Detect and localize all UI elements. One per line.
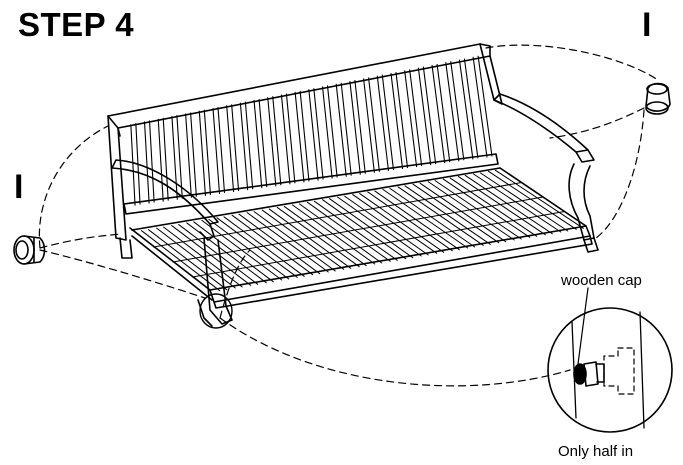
back-slat <box>390 71 409 170</box>
dashed-guides <box>38 44 659 387</box>
back-slat <box>226 104 240 193</box>
seat-slat <box>427 180 522 241</box>
back-slat <box>157 117 169 202</box>
right-arm <box>493 93 599 253</box>
back-slat <box>431 63 451 164</box>
half-in-note: Only half in <box>558 443 634 460</box>
back-slat <box>472 55 493 158</box>
back-slat <box>212 106 226 195</box>
magnified-callout <box>547 287 673 433</box>
seat-slat <box>442 177 538 238</box>
back-slat <box>253 98 268 189</box>
step-title: STEP 4 <box>18 6 135 43</box>
back-slat <box>445 61 465 162</box>
seat-brace <box>153 182 522 248</box>
back-slat <box>280 93 296 185</box>
back-slat <box>143 120 155 204</box>
back-slat <box>185 112 197 198</box>
seat-slat <box>382 187 476 249</box>
bench-seat <box>129 167 593 309</box>
back-slat <box>308 88 324 181</box>
seat-slat <box>231 213 321 276</box>
seat-slat <box>322 198 414 260</box>
back-slat <box>458 58 479 160</box>
seat-slat <box>352 193 445 254</box>
back-slat <box>349 80 366 175</box>
wooden-cap-left <box>13 235 46 265</box>
seat-slat <box>472 172 569 233</box>
bench-backrest <box>107 43 503 241</box>
back-slat <box>198 109 211 196</box>
back-slat <box>363 77 380 173</box>
wooden-cap-right <box>645 82 671 115</box>
detail-circle-small <box>199 293 233 329</box>
seat-slat <box>306 200 398 262</box>
wooden-cap-label: wooden cap <box>561 272 642 289</box>
seat-slat <box>337 195 429 257</box>
seat-slat <box>397 185 491 246</box>
back-slat <box>294 90 310 183</box>
back-slat <box>335 82 352 177</box>
back-slat <box>267 96 282 187</box>
seat-slat <box>291 203 383 265</box>
seat-brace <box>192 211 565 278</box>
back-slat <box>376 74 394 171</box>
seat-slat <box>276 205 367 268</box>
back-slat <box>171 115 183 200</box>
seat-slat <box>261 208 352 270</box>
seat-brace <box>172 196 544 263</box>
seat-slat <box>487 169 584 230</box>
seat-slat <box>367 190 460 252</box>
back-slat <box>417 66 437 166</box>
back-slat <box>239 101 254 191</box>
seat-slats <box>141 169 584 292</box>
part-label-left: I <box>14 168 24 206</box>
part-label-right: I <box>642 6 652 44</box>
back-slats <box>130 55 493 206</box>
back-slat <box>404 69 423 168</box>
seat-slat <box>457 174 553 236</box>
back-slat <box>321 85 338 179</box>
seat-slat <box>412 182 507 244</box>
